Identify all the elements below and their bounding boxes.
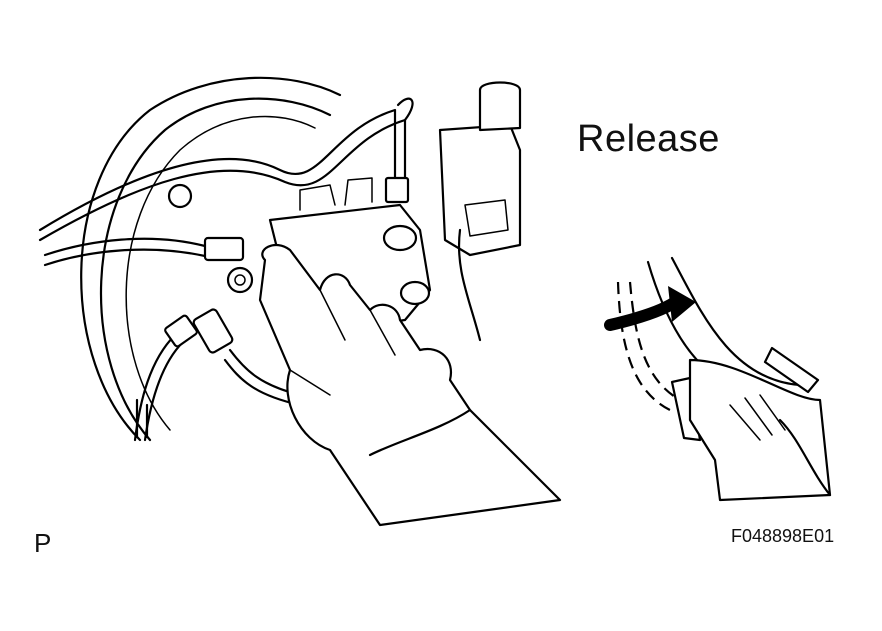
figure-code-label: F048898E01: [731, 526, 835, 546]
release-arrow-icon: [604, 286, 696, 331]
brake-pedal-inset: [616, 256, 832, 502]
brake-line-fittings: [164, 176, 410, 354]
brake-booster-drum: [80, 76, 342, 442]
hand-and-arm: [258, 243, 562, 527]
release-label: Release: [577, 118, 720, 160]
view-marker-label: P: [34, 528, 52, 558]
